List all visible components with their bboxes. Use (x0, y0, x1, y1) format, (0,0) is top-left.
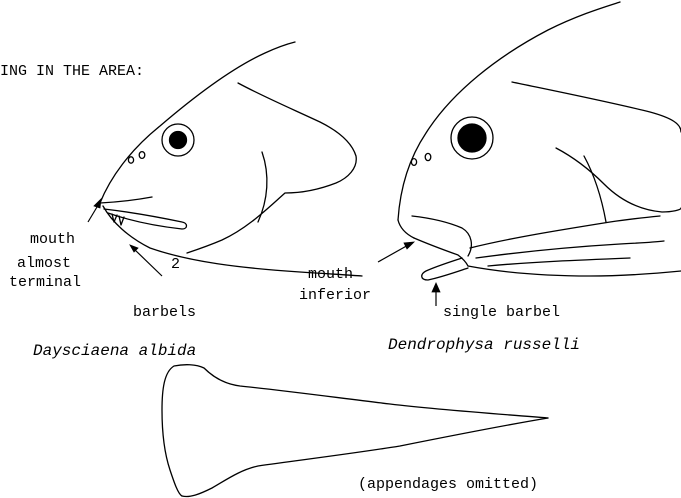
left-arrow-barbels (130, 245, 162, 276)
right-nostril-2 (425, 153, 431, 160)
right-species-caption: Dendrophysa russelli (388, 336, 580, 354)
right-nostril-1 (411, 159, 416, 166)
right-ventral-outline (468, 266, 681, 276)
right-label-mouth: mouth (308, 266, 353, 283)
right-arrow-mouth (378, 242, 414, 262)
left-maxilla (104, 209, 187, 229)
header-text: ING IN THE AREA: (0, 63, 144, 80)
right-pectoral-line-3 (488, 258, 630, 266)
left-preopercle (258, 152, 267, 222)
right-eye-pupil (458, 124, 486, 152)
left-label-mouth: mouth (30, 231, 75, 248)
bottom-note: (appendages omitted) (358, 476, 538, 493)
left-eye-pupil (170, 132, 187, 149)
right-mouth-lower (414, 238, 468, 266)
right-preopercle (584, 156, 606, 222)
right-mouth-upper (412, 216, 471, 256)
left-nostril-1 (128, 157, 133, 163)
left-arrow-mouth (88, 199, 101, 222)
left-label-terminal: terminal (9, 274, 81, 291)
right-pectoral-line-2 (476, 241, 664, 258)
left-nostril-2 (139, 152, 145, 159)
right-head-dorsal-outline (398, 2, 620, 220)
left-label-barbels: barbels (133, 304, 196, 321)
right-arrow-barbel (432, 283, 440, 306)
dendrophysa-head-drawing (398, 2, 681, 280)
left-label-barbel-count: 2 (171, 256, 180, 273)
right-label-inferior: inferior (299, 287, 371, 304)
left-species-caption: Daysciaena albida (33, 342, 196, 360)
right-gill-cover-edge (556, 148, 681, 212)
right-snout-outline (398, 220, 414, 238)
right-label-single-barbel: single barbel (443, 304, 560, 321)
right-gill-cover (512, 82, 681, 132)
left-gill-cover (187, 83, 356, 253)
left-mouth-gape (100, 197, 152, 203)
right-barbel (422, 258, 468, 280)
left-label-almost: almost (17, 255, 71, 272)
